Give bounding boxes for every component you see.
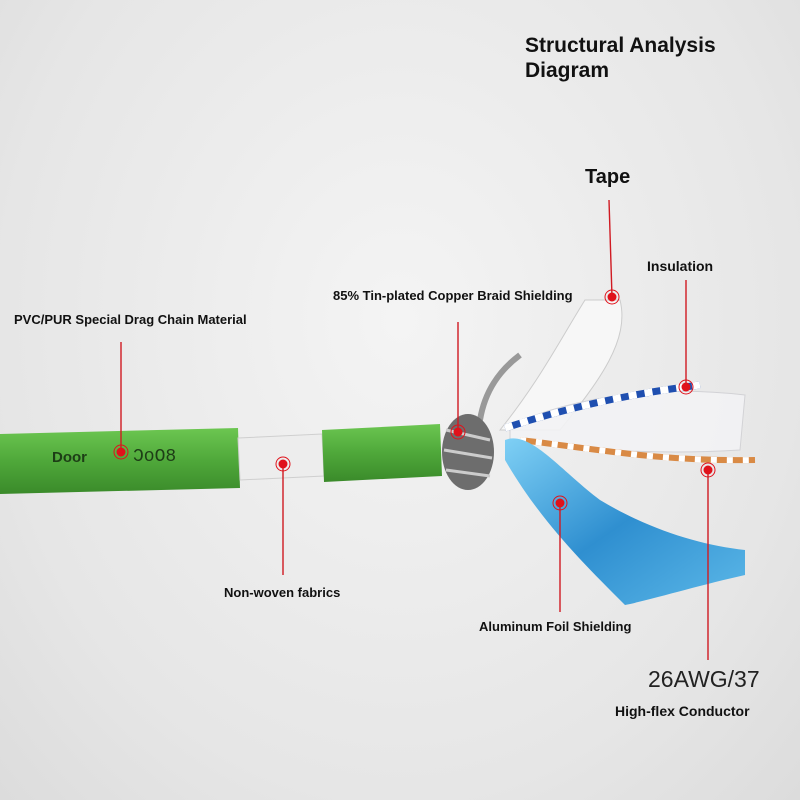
title-line-2: Diagram — [525, 59, 610, 82]
marker-tape — [604, 289, 620, 305]
jacket-right — [322, 424, 442, 482]
marker-foil — [552, 495, 568, 511]
marker-insulation — [678, 379, 694, 395]
cable-print-code: ƆoO8 — [133, 447, 176, 467]
label-insulation: Insulation — [647, 258, 714, 274]
tape — [498, 299, 623, 431]
label-foil: Aluminum Foil Shielding — [479, 619, 632, 634]
marker-jacket — [113, 444, 129, 460]
label-conductor: High-flex Conductor — [615, 703, 750, 719]
label-tape: Tape — [585, 166, 631, 188]
marker-braid — [450, 424, 466, 440]
marker-conductor — [700, 462, 716, 478]
cable-print-text: Door — [52, 449, 87, 466]
jacket-left — [0, 428, 240, 494]
label-jacket: PVC/PUR Special Drag Chain Material — [14, 312, 247, 327]
orange-pair — [519, 437, 756, 464]
label-braid: 85% Tin-plated Copper Braid Shielding — [333, 288, 573, 303]
label-non-woven: Non-woven fabrics — [224, 585, 341, 600]
marker-non-woven — [275, 456, 291, 472]
label-conductor-spec: 26AWG/37 — [648, 666, 760, 692]
page-title: Structural Analysis Diagram — [525, 33, 716, 83]
aluminum-foil — [505, 438, 745, 605]
title-line-1: Structural Analysis — [525, 34, 716, 57]
